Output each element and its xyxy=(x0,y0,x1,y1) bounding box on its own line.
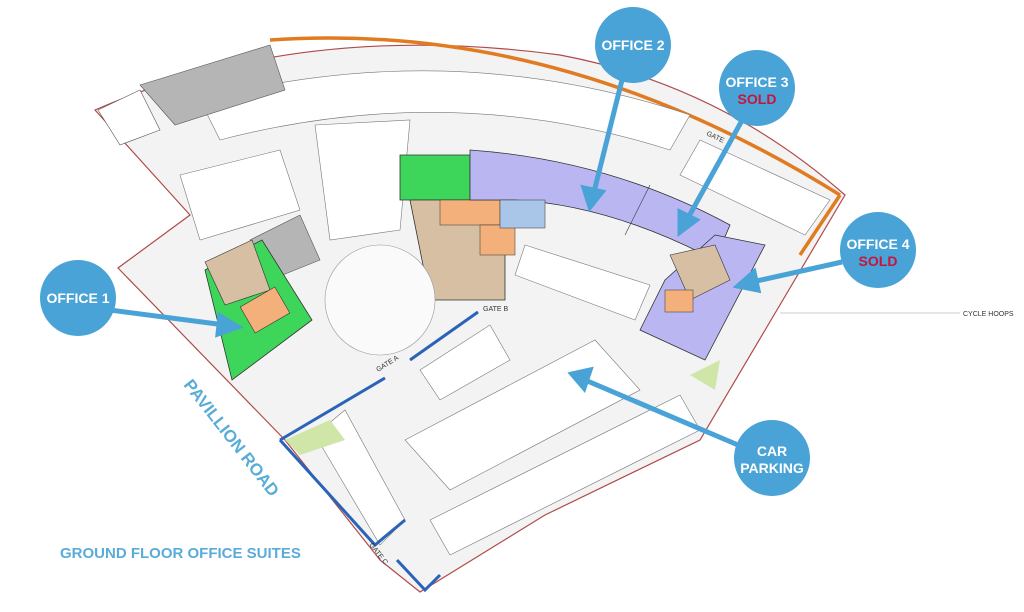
callout-bubble xyxy=(840,212,916,288)
office-3-arrow xyxy=(685,113,748,220)
office-2-3-divider xyxy=(624,184,651,236)
callout-label-2: PARKING xyxy=(740,460,804,476)
office-1-arrow xyxy=(109,307,226,328)
office-1-arrowhead xyxy=(215,311,244,338)
central-core-orange xyxy=(439,199,501,226)
gate-fence-a xyxy=(279,376,386,442)
car-parking-arrowhead xyxy=(567,366,594,393)
office-2-stairs xyxy=(499,199,546,229)
central-core-orange-2 xyxy=(479,224,516,256)
service-building xyxy=(139,44,286,126)
callout-label: OFFICE 3 xyxy=(725,74,788,90)
cycle-hoops-label: CYCLE HOOPS xyxy=(963,311,1014,318)
office-4-arrowhead xyxy=(732,267,762,294)
callout-label: OFFICE 1 xyxy=(46,290,109,306)
callout-office-1[interactable]: OFFICE 1 xyxy=(40,260,116,336)
sold-badge: SOLD xyxy=(859,253,898,269)
sold-badge: SOLD xyxy=(738,91,777,107)
callout-bubble xyxy=(719,50,795,126)
callout-label: OFFICE 4 xyxy=(846,236,909,252)
office-4-arrow xyxy=(751,259,843,285)
gate-fence-b xyxy=(409,310,479,362)
callout-bubble xyxy=(595,7,671,83)
callout-label: OFFICE 2 xyxy=(601,37,664,53)
gate-b-label: GATE B xyxy=(483,306,508,313)
gate-fence-west xyxy=(278,438,406,548)
office-1-wc xyxy=(239,286,291,334)
callout-office-3[interactable]: OFFICE 3 SOLD xyxy=(719,50,795,126)
callout-office-2[interactable]: OFFICE 2 xyxy=(595,7,671,83)
east-boundary xyxy=(798,194,842,256)
callout-bubble xyxy=(40,260,116,336)
gate-fence-c xyxy=(395,558,442,593)
office-2-arrowhead xyxy=(580,184,607,213)
office-green-north xyxy=(399,154,471,201)
office-3-arrowhead xyxy=(677,207,701,237)
parking-row-east xyxy=(514,244,651,321)
turning-circle xyxy=(324,244,436,356)
callout-car-parking[interactable]: CAR PARKING xyxy=(734,420,810,496)
parking-row-north xyxy=(199,70,691,151)
landscape-strip-2 xyxy=(690,360,720,390)
callout-label: CAR xyxy=(757,443,787,459)
parking-row-gate xyxy=(419,324,511,401)
plan-title: GROUND FLOOR OFFICE SUITES xyxy=(60,545,301,562)
callout-bubble xyxy=(734,420,810,496)
car-parking-arrow xyxy=(584,377,739,448)
parking-block-center xyxy=(314,119,411,241)
parking-block-west xyxy=(179,149,301,241)
north-boundary xyxy=(269,36,841,197)
cycle-store xyxy=(97,89,161,146)
callout-office-4[interactable]: OFFICE 4 SOLD xyxy=(840,212,916,288)
office-4-suite xyxy=(639,234,766,361)
office-4-wc xyxy=(664,289,694,313)
landscape-strip xyxy=(285,420,345,455)
office-2-arrow xyxy=(591,79,625,193)
office-4-core xyxy=(669,244,731,301)
